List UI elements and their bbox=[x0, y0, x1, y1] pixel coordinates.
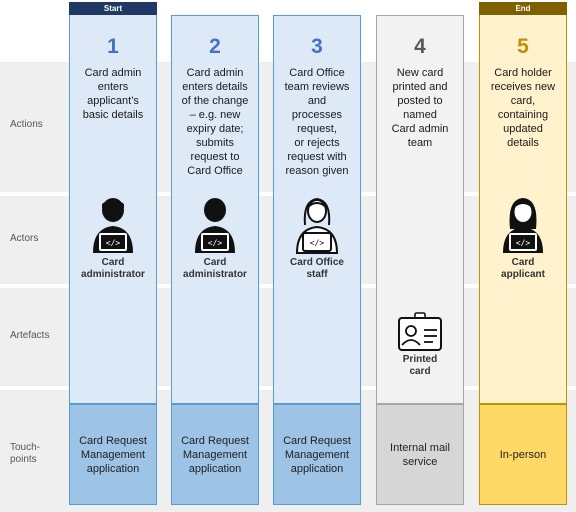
person-laptop-icon: </> bbox=[93, 198, 133, 253]
person-laptop-icon: </> bbox=[195, 198, 235, 253]
svg-text:</>: </> bbox=[310, 239, 325, 248]
row-label-artefacts: Artefacts bbox=[10, 330, 50, 341]
row-label-touchpoints: Touch- points bbox=[10, 442, 41, 465]
step-3-touchpoint: Card Request Management application bbox=[273, 404, 361, 505]
step-5-touchpoint: In-person bbox=[479, 404, 567, 505]
step-2-action: Card admin enters details of the change … bbox=[181, 67, 249, 177]
step-4-column: 4 New card printed and posted to named C… bbox=[376, 15, 464, 505]
row-label-actors: Actors bbox=[10, 233, 39, 244]
svg-text:</>: </> bbox=[516, 239, 531, 248]
step-4-number: 4 bbox=[414, 35, 426, 58]
step-2-actor-label: Card administrator bbox=[183, 257, 247, 280]
step-1-column: 1 Card admin enters applicant’s basic de… bbox=[69, 15, 157, 505]
step-2-number: 2 bbox=[209, 35, 221, 58]
step-3-number: 3 bbox=[311, 35, 323, 58]
id-card-icon bbox=[398, 312, 442, 351]
person-laptop-outline-icon: </> bbox=[295, 197, 339, 254]
step-5-column: 5 Card holder receives new card, contain… bbox=[479, 15, 567, 505]
step-1-actor-label: Card administrator bbox=[81, 257, 145, 280]
svg-text:</>: </> bbox=[106, 239, 121, 248]
step-1-action: Card admin enters applicant’s basic deta… bbox=[82, 67, 144, 121]
step-2-column: 2 Card admin enters details of the chang… bbox=[171, 15, 259, 505]
end-header: End bbox=[479, 2, 567, 15]
step-2-touchpoint: Card Request Management application bbox=[171, 404, 259, 505]
person-laptop-icon: </> bbox=[503, 198, 543, 253]
step-1-number: 1 bbox=[107, 35, 119, 58]
row-label-actions: Actions bbox=[10, 119, 43, 130]
step-3-column: 3 Card Office team reviews and processes… bbox=[273, 15, 361, 505]
step-5-actor-label: Card applicant bbox=[501, 257, 545, 280]
step-4-touchpoint: Internal mail service bbox=[376, 404, 464, 505]
step-3-action: Card Office team reviews and processes r… bbox=[284, 67, 350, 177]
step-5-number: 5 bbox=[517, 35, 529, 58]
step-4-action: New card printed and posted to named Car… bbox=[391, 67, 449, 149]
start-header: Start bbox=[69, 2, 157, 15]
step-4-artefact-label: Printed card bbox=[402, 354, 438, 377]
step-1-touchpoint: Card Request Management application bbox=[69, 404, 157, 505]
svg-text:</>: </> bbox=[208, 239, 223, 248]
step-5-action: Card holder receives new card, containin… bbox=[490, 67, 556, 149]
step-3-actor-label: Card Office staff bbox=[290, 257, 344, 280]
